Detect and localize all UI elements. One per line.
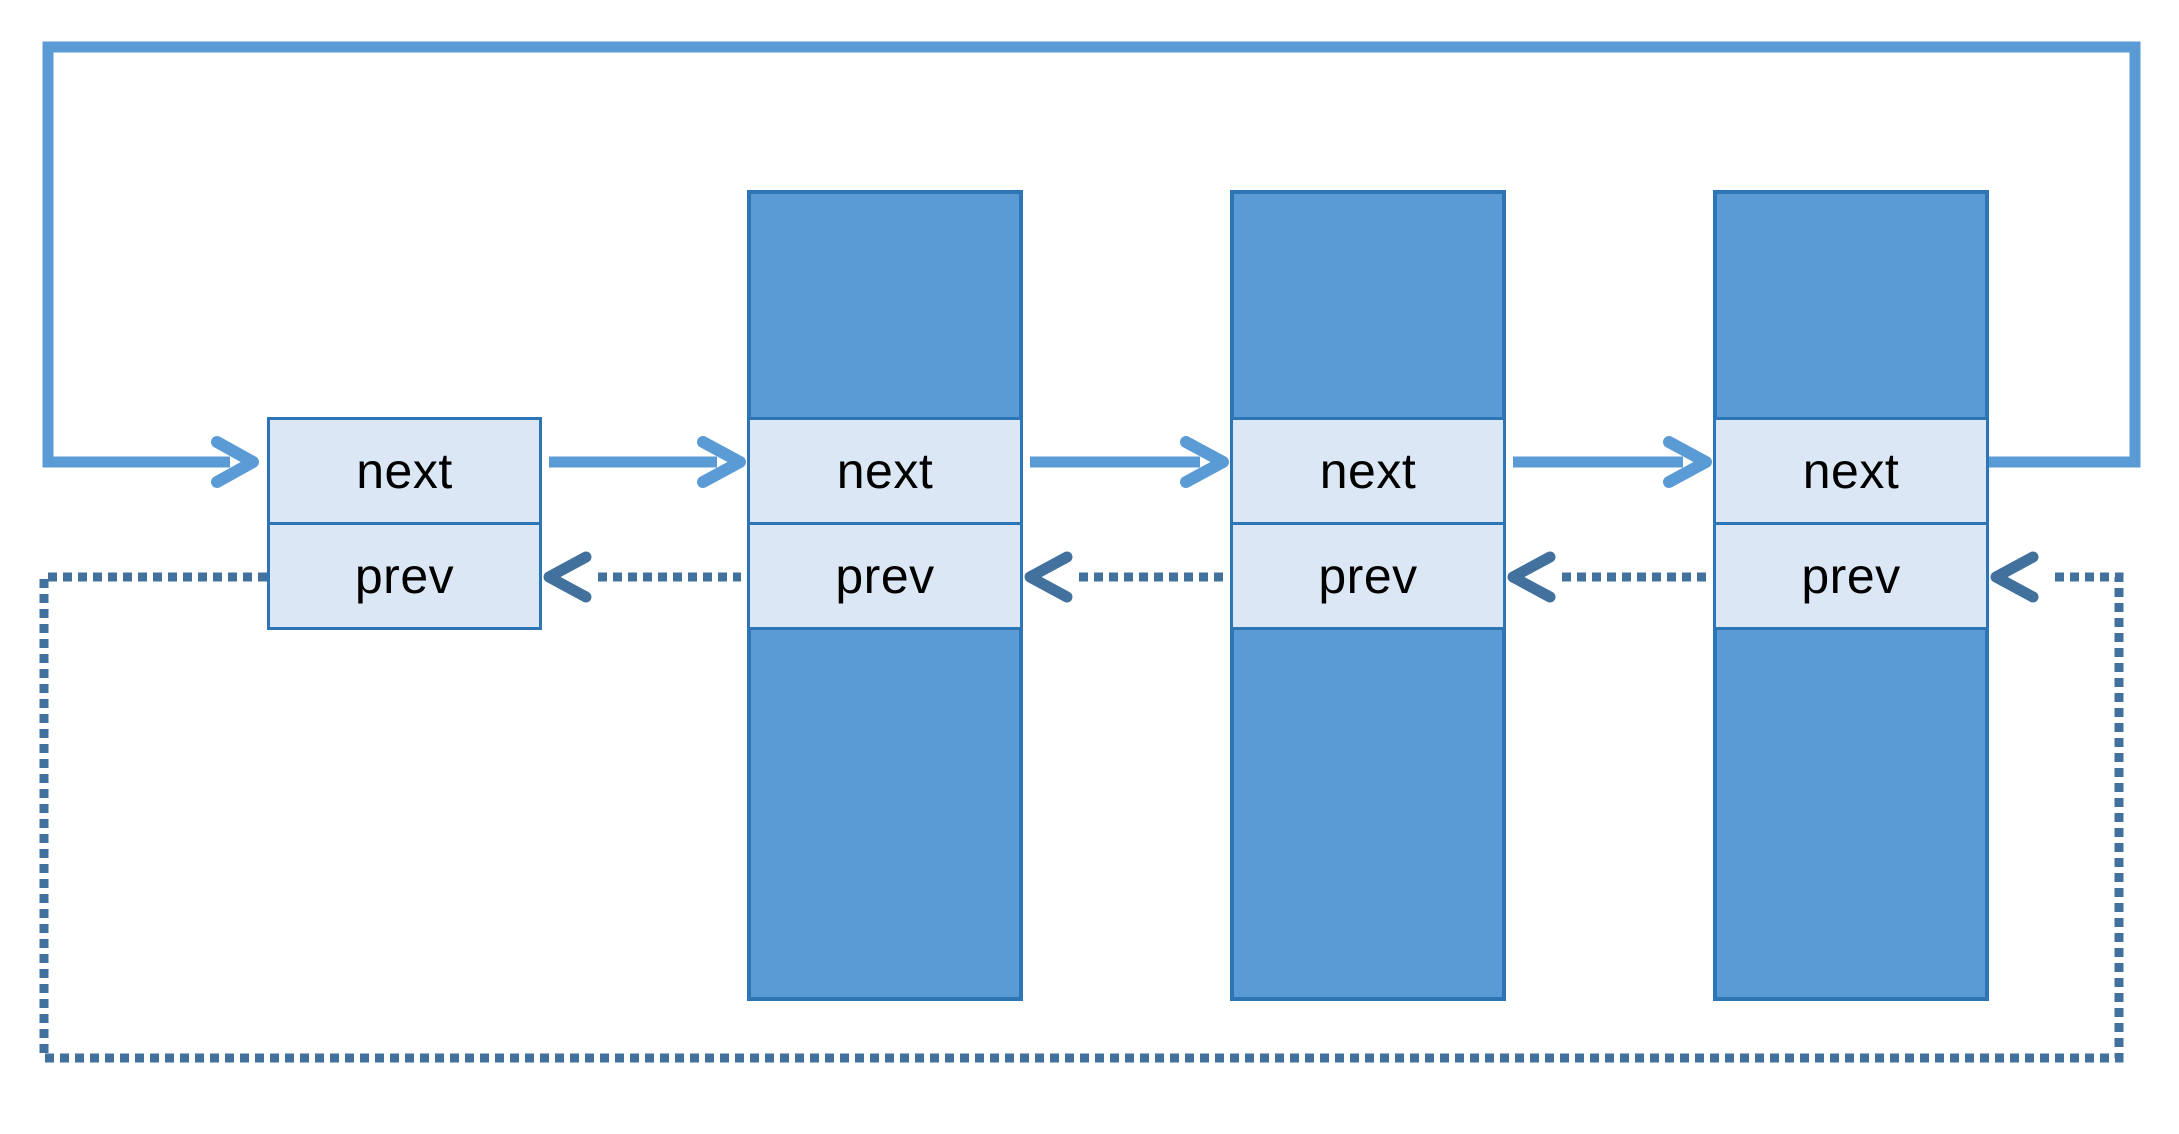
node-3-fields: next prev — [1230, 417, 1506, 630]
prev-loop-link-arrowhead — [1990, 551, 2039, 603]
prev-label: prev — [354, 548, 455, 604]
next-link-1-2-arrowhead — [697, 436, 746, 488]
next-label: next — [836, 443, 934, 499]
node-2-next-field: next — [750, 420, 1020, 525]
node-3-prev-field: prev — [1233, 525, 1503, 627]
next-label: next — [1802, 443, 1900, 499]
prev-link-4-3-arrowhead — [1507, 551, 1556, 603]
prev-label: prev — [1801, 548, 1901, 604]
next-link-2-3-arrowhead — [1180, 436, 1229, 488]
node-4-prev-field: prev — [1716, 525, 1986, 627]
prev-label: prev — [1318, 548, 1418, 604]
next-link-3-4-arrowhead — [1663, 436, 1712, 488]
node-1-fields: next prev — [267, 417, 542, 630]
prev-label: prev — [835, 548, 935, 604]
prev-link-3-2-arrowhead — [1024, 551, 1073, 603]
next-label: next — [356, 443, 453, 499]
node-2-prev-field: prev — [750, 525, 1020, 627]
node-4-next-field: next — [1716, 420, 1986, 525]
node-2-fields: next prev — [747, 417, 1023, 630]
node-1-next-field: next — [270, 420, 539, 525]
next-loop-link-arrowhead — [211, 436, 259, 488]
prev-link-2-1-arrowhead — [543, 551, 592, 603]
node-1-prev-field: prev — [270, 525, 539, 627]
node-4-fields: next prev — [1713, 417, 1989, 630]
next-label: next — [1319, 443, 1417, 499]
node-3-next-field: next — [1233, 420, 1503, 525]
